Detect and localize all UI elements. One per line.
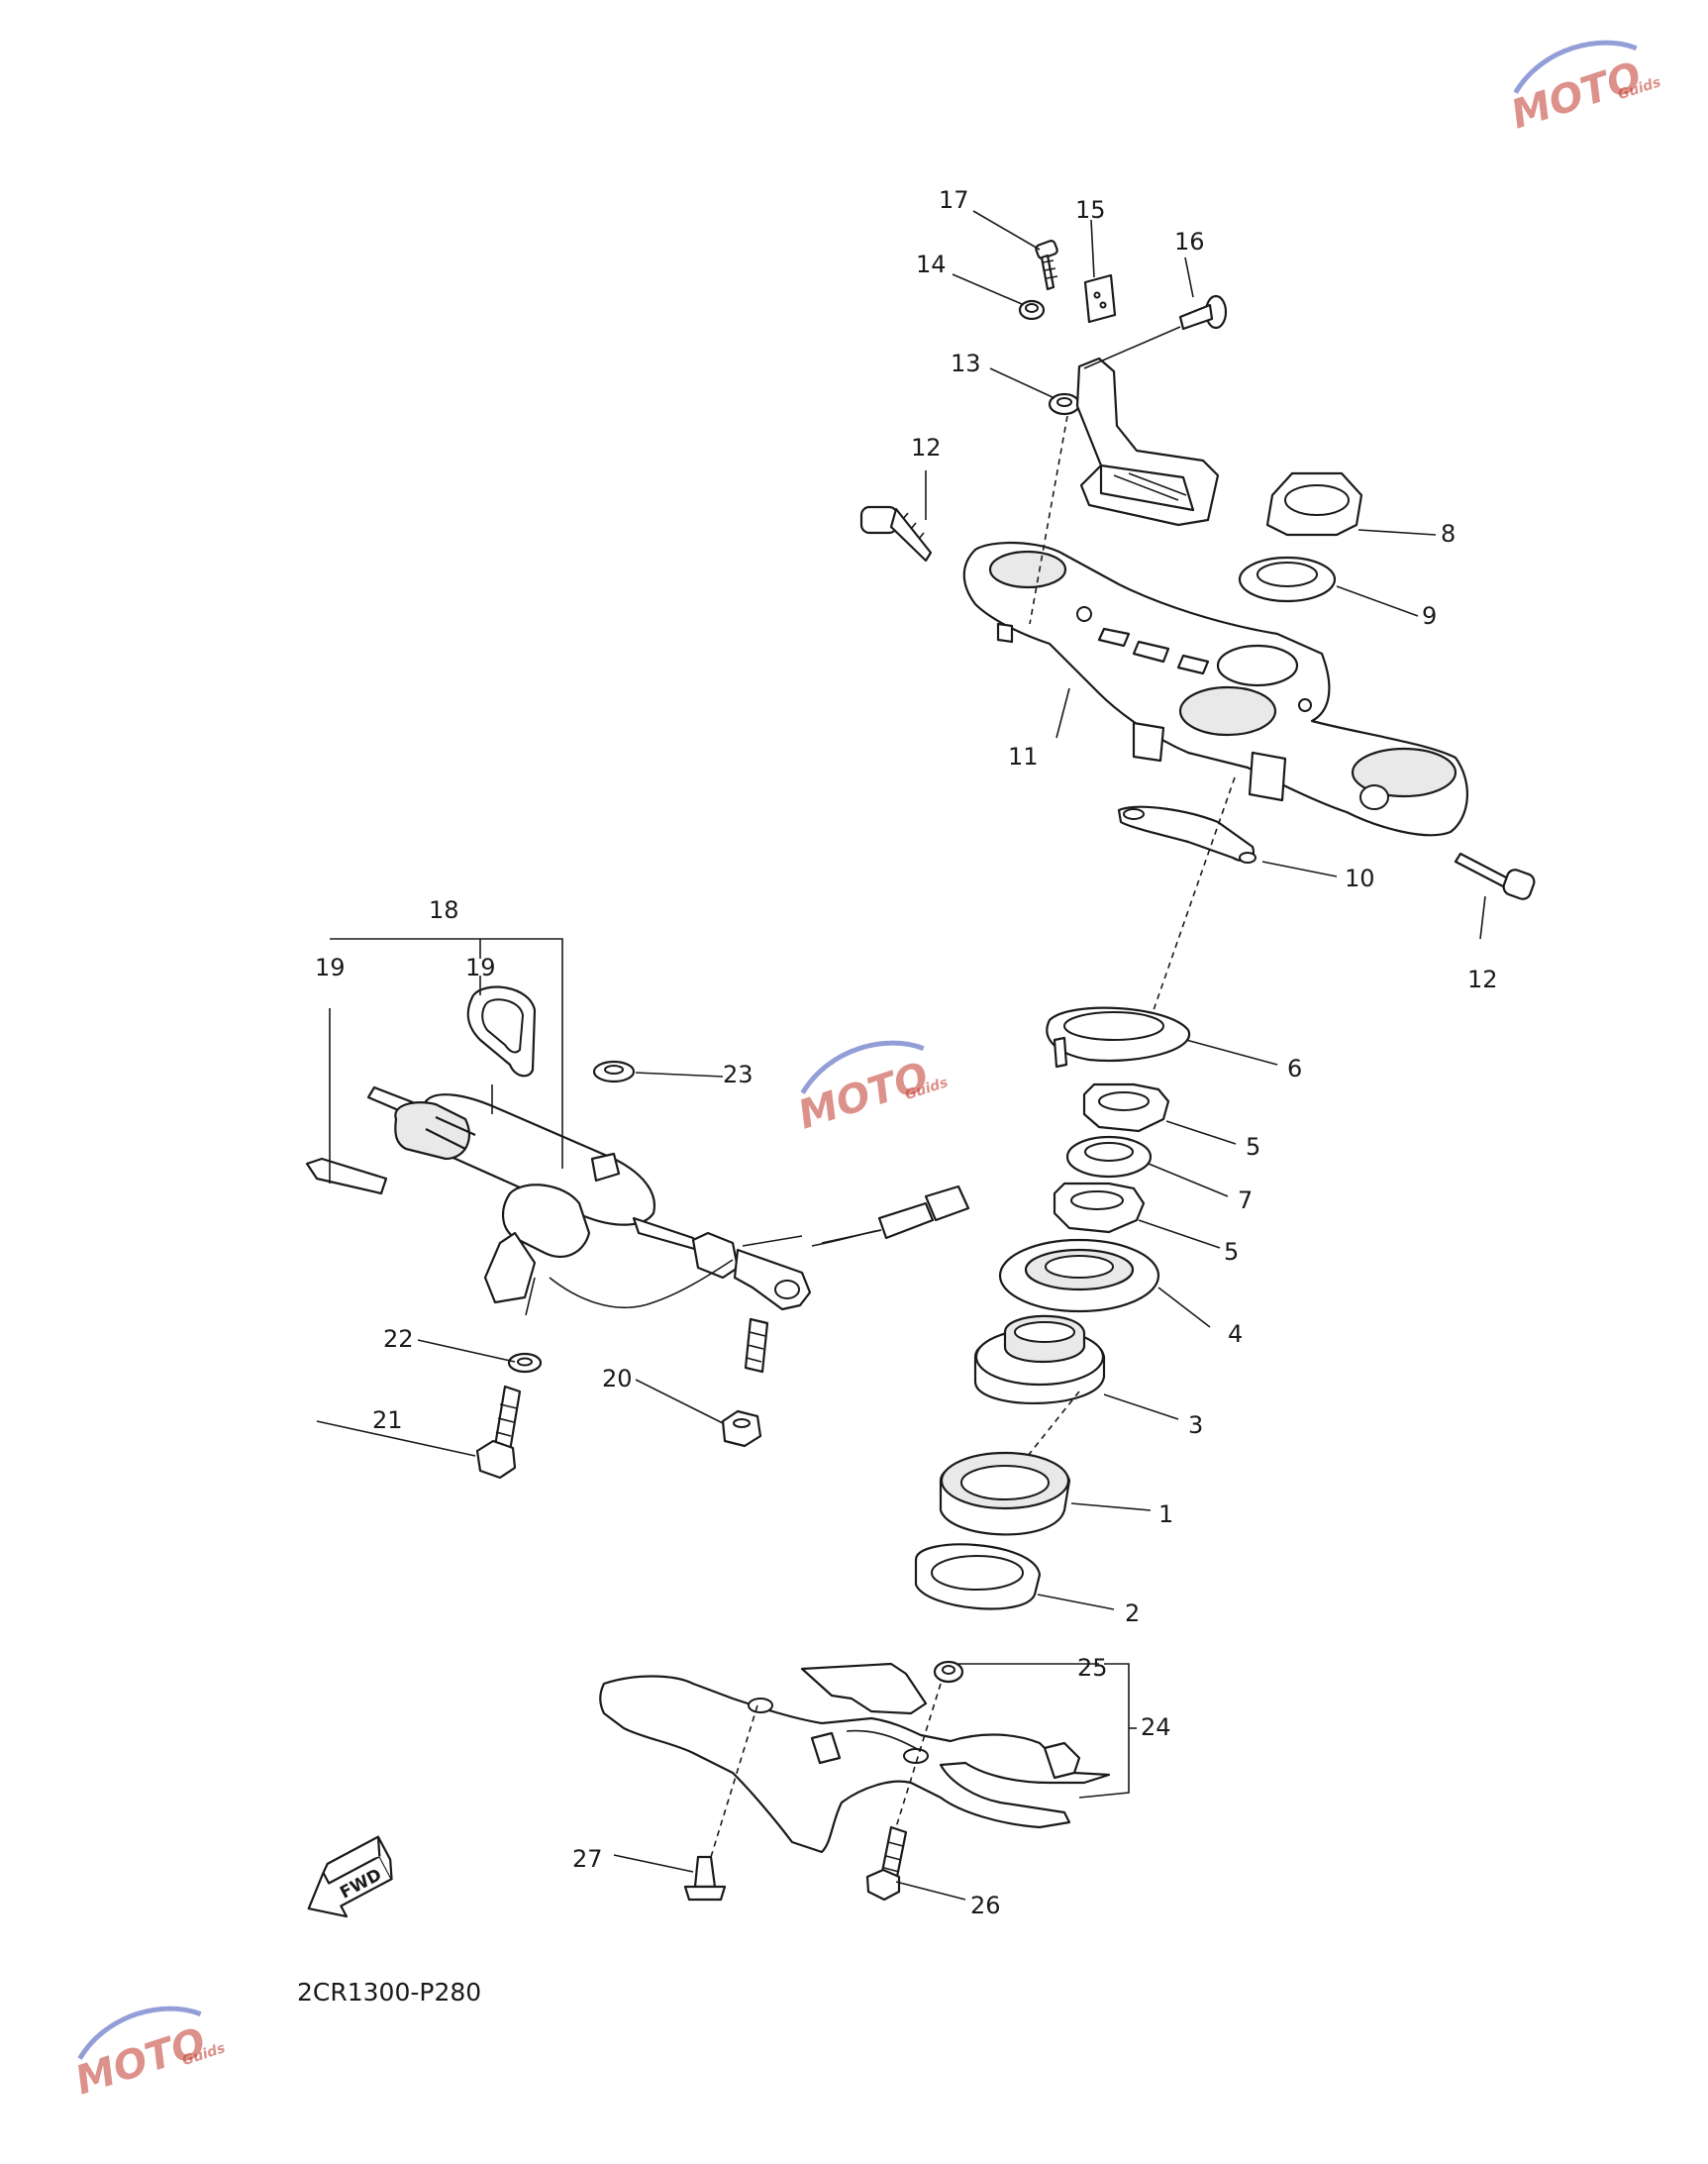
bolt-26: [865, 1825, 908, 1902]
callout-6: 6: [1287, 1055, 1302, 1082]
callout-9: 9: [1422, 602, 1437, 630]
callout-3: 3: [1188, 1411, 1203, 1439]
callout-19-left: 19: [315, 954, 346, 981]
dust-seal-4: [998, 1238, 1160, 1313]
collar-23: [592, 1060, 636, 1083]
callout-12-lower: 12: [1467, 966, 1498, 993]
nut-8: [1265, 471, 1363, 537]
washer-7: [1065, 1135, 1153, 1179]
grommet-25: [933, 1660, 964, 1684]
leader-lines: [316, 210, 1486, 1901]
cover-axis-right: [895, 1683, 942, 1828]
bolt-17: [1035, 240, 1058, 291]
callout-10: 10: [1345, 865, 1375, 892]
watermark-logo-bottom-left: MOTO Guids: [70, 2006, 227, 2104]
bearing-3: [973, 1314, 1106, 1404]
bolt-21: [475, 1385, 522, 1480]
bearing-race-1: [939, 1451, 1071, 1536]
callout-25: 25: [1077, 1654, 1108, 1682]
clip-nut-15: [1083, 273, 1117, 324]
callout-23: 23: [723, 1061, 754, 1088]
callout-17: 17: [939, 186, 969, 214]
callout-27: 27: [572, 1845, 603, 1873]
callout-20: 20: [602, 1365, 633, 1392]
nut-20: [721, 1409, 762, 1448]
fwd-arrow-icon: FWD: [307, 1835, 393, 1918]
callout-4: 4: [1228, 1320, 1243, 1348]
watermark-logo-center: MOTO Guids: [793, 1040, 950, 1138]
lock-washer-6: [1046, 1006, 1191, 1069]
ring-nut-5-lower: [1053, 1182, 1146, 1234]
callout-13: 13: [951, 350, 981, 377]
grommet-13: [1048, 392, 1081, 416]
cover-axis-left: [710, 1704, 758, 1858]
callout-2: 2: [1125, 1599, 1140, 1627]
upper-triple-clamp-11: [962, 542, 1468, 837]
callout-21: 21: [372, 1406, 403, 1434]
clamp-19-a: [305, 1157, 388, 1195]
cap-bolt-12-upper: [859, 505, 933, 563]
bracket-axis: [1029, 415, 1068, 625]
cable-guide-10: [1117, 805, 1256, 864]
callout-5-lower: 5: [1224, 1238, 1239, 1266]
callout-18: 18: [429, 896, 459, 924]
ring-nut-5-upper: [1082, 1082, 1170, 1133]
callout-12-upper: 12: [911, 434, 942, 462]
screw-16: [1178, 294, 1228, 331]
callout-labels: 17 15 16 14 13 12 8 9 11 10 12 6 5 7 5 4…: [315, 186, 1498, 1919]
callout-5-upper: 5: [1246, 1133, 1260, 1161]
stem-axis: [1027, 776, 1236, 1457]
meter-bracket: [1075, 357, 1220, 527]
callout-22: 22: [383, 1325, 414, 1353]
callout-11: 11: [1008, 743, 1039, 771]
steering-damper-18: [366, 1085, 970, 1311]
callout-16: 16: [1174, 228, 1205, 256]
callout-24: 24: [1141, 1713, 1171, 1741]
callout-19-right: 19: [465, 954, 496, 981]
callout-15: 15: [1075, 196, 1106, 224]
damper-stud: [744, 1317, 769, 1374]
callout-8: 8: [1441, 520, 1456, 548]
callout-7: 7: [1238, 1186, 1253, 1214]
clamp-19-b: [466, 985, 537, 1078]
diagram-code: 2CR1300-P280: [297, 1978, 481, 2007]
under-cover-24: [599, 1662, 1111, 1854]
callout-14: 14: [916, 251, 947, 278]
watermark-logo-top-right: MOTO Guids: [1506, 40, 1662, 138]
cap-bolt-12-lower: [1454, 852, 1536, 900]
callout-26: 26: [970, 1892, 1001, 1919]
callout-1: 1: [1158, 1500, 1173, 1528]
seal-2: [914, 1543, 1042, 1610]
washer-22: [507, 1352, 543, 1374]
rivet-27: [683, 1855, 727, 1902]
collar-14: [1018, 299, 1046, 321]
washer-9: [1238, 556, 1337, 603]
